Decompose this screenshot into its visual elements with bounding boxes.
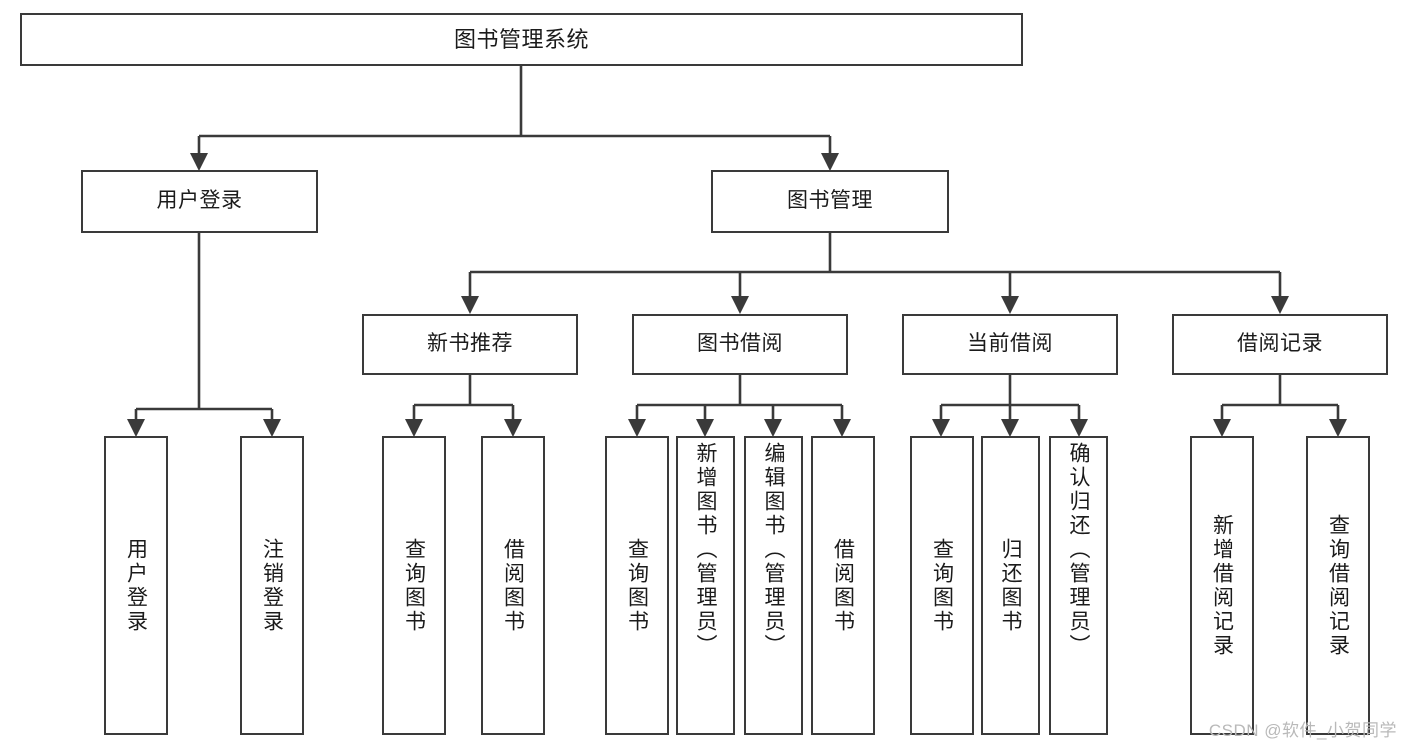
leaf-logout-label: 注销登录 (260, 537, 284, 634)
leaf-record-add-record-label: 新增借阅记录 (1210, 513, 1234, 658)
leaf-borrow-edit-book-admin[interactable]: 编辑图书（管理员） (744, 436, 803, 735)
leaf-newbook-borrow-book[interactable]: 借阅图书 (481, 436, 545, 735)
node-book-borrow-label: 图书借阅 (697, 332, 783, 356)
node-user-login-label: 用户登录 (156, 189, 243, 213)
leaf-logout[interactable]: 注销登录 (240, 436, 304, 735)
leaf-user-login-label: 用户登录 (124, 537, 148, 634)
node-user-login[interactable]: 用户登录 (81, 170, 318, 233)
leaf-newbook-query-book-label: 查询图书 (402, 537, 426, 634)
leaf-newbook-query-book[interactable]: 查询图书 (382, 436, 446, 735)
node-book-borrow[interactable]: 图书借阅 (632, 314, 848, 375)
node-borrow-record[interactable]: 借阅记录 (1172, 314, 1388, 375)
node-new-book-recommend[interactable]: 新书推荐 (362, 314, 578, 375)
leaf-current-return-book-label: 归还图书 (999, 537, 1022, 634)
leaf-record-query-record-label: 查询借阅记录 (1326, 513, 1350, 658)
leaf-current-query-book-label: 查询图书 (930, 537, 954, 634)
leaf-newbook-borrow-book-label: 借阅图书 (501, 537, 525, 634)
csdn-watermark: CSDN @软件_小贺同学 (1208, 721, 1397, 740)
leaf-borrow-borrow-book[interactable]: 借阅图书 (811, 436, 875, 735)
node-current-borrow-label: 当前借阅 (967, 332, 1053, 356)
leaf-borrow-edit-book-admin-label: 编辑图书（管理员） (762, 442, 785, 658)
leaf-current-return-book[interactable]: 归还图书 (981, 436, 1040, 735)
node-borrow-record-label: 借阅记录 (1237, 332, 1323, 356)
leaf-current-confirm-return-admin-label: 确认归还（管理员） (1067, 442, 1090, 658)
leaf-borrow-query-book-label: 查询图书 (625, 537, 649, 634)
node-current-borrow[interactable]: 当前借阅 (902, 314, 1118, 375)
leaf-record-add-record[interactable]: 新增借阅记录 (1190, 436, 1254, 735)
leaf-current-confirm-return-admin[interactable]: 确认归还（管理员） (1049, 436, 1108, 735)
leaf-borrow-borrow-book-label: 借阅图书 (831, 537, 855, 634)
leaf-current-query-book[interactable]: 查询图书 (910, 436, 974, 735)
node-new-book-recommend-label: 新书推荐 (427, 332, 513, 356)
leaf-record-query-record[interactable]: 查询借阅记录 (1306, 436, 1370, 735)
node-root-system-label: 图书管理系统 (453, 26, 589, 52)
node-root-system[interactable]: 图书管理系统 (20, 13, 1023, 66)
leaf-user-login[interactable]: 用户登录 (104, 436, 168, 735)
node-book-manage[interactable]: 图书管理 (711, 170, 949, 233)
node-book-manage-label: 图书管理 (787, 189, 873, 213)
leaf-borrow-query-book[interactable]: 查询图书 (605, 436, 669, 735)
leaf-borrow-add-book-admin[interactable]: 新增图书（管理员） (676, 436, 735, 735)
leaf-borrow-add-book-admin-label: 新增图书（管理员） (694, 442, 717, 658)
